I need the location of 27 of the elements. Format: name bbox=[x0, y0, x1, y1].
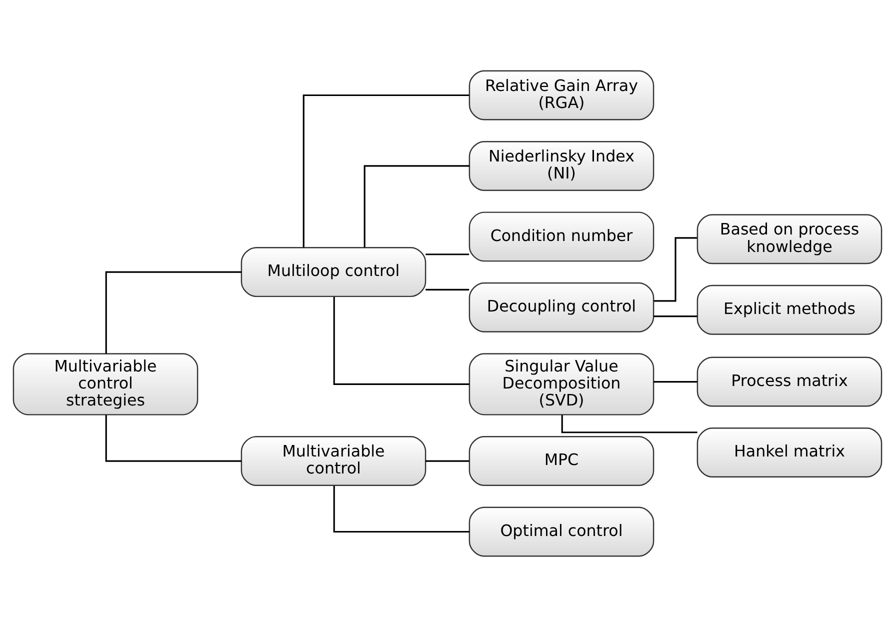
connector bbox=[426, 253, 470, 255]
connector bbox=[654, 315, 698, 317]
node-box: MPC bbox=[468, 436, 654, 486]
node-box: Multivariable control bbox=[240, 436, 426, 486]
node-box: Multivariable control strategies bbox=[12, 352, 198, 415]
connector bbox=[426, 460, 470, 462]
connector bbox=[333, 485, 470, 532]
node-box: Niederlinsky Index (NI) bbox=[468, 140, 654, 190]
node-box: Singular Value Decomposition (SVD) bbox=[468, 352, 654, 415]
connector bbox=[654, 236, 697, 302]
connector bbox=[105, 414, 242, 462]
connector bbox=[654, 380, 698, 382]
node-box: Relative Gain Array (RGA) bbox=[468, 70, 654, 120]
node-box: Optimal control bbox=[468, 506, 654, 556]
node-box: Explicit methods bbox=[696, 284, 882, 334]
node-box: Condition number bbox=[468, 211, 654, 262]
connector bbox=[105, 270, 242, 354]
connector bbox=[333, 296, 470, 384]
node-box: Decoupling control bbox=[468, 282, 654, 332]
node-box: Hankel matrix bbox=[696, 427, 882, 477]
connector bbox=[561, 414, 698, 433]
connector bbox=[426, 288, 470, 290]
node-box: Multiloop control bbox=[240, 246, 426, 297]
connector bbox=[364, 164, 470, 247]
node-box: Process matrix bbox=[696, 356, 882, 406]
node-box: Based on process knowledge bbox=[696, 214, 882, 264]
connector bbox=[302, 94, 470, 247]
